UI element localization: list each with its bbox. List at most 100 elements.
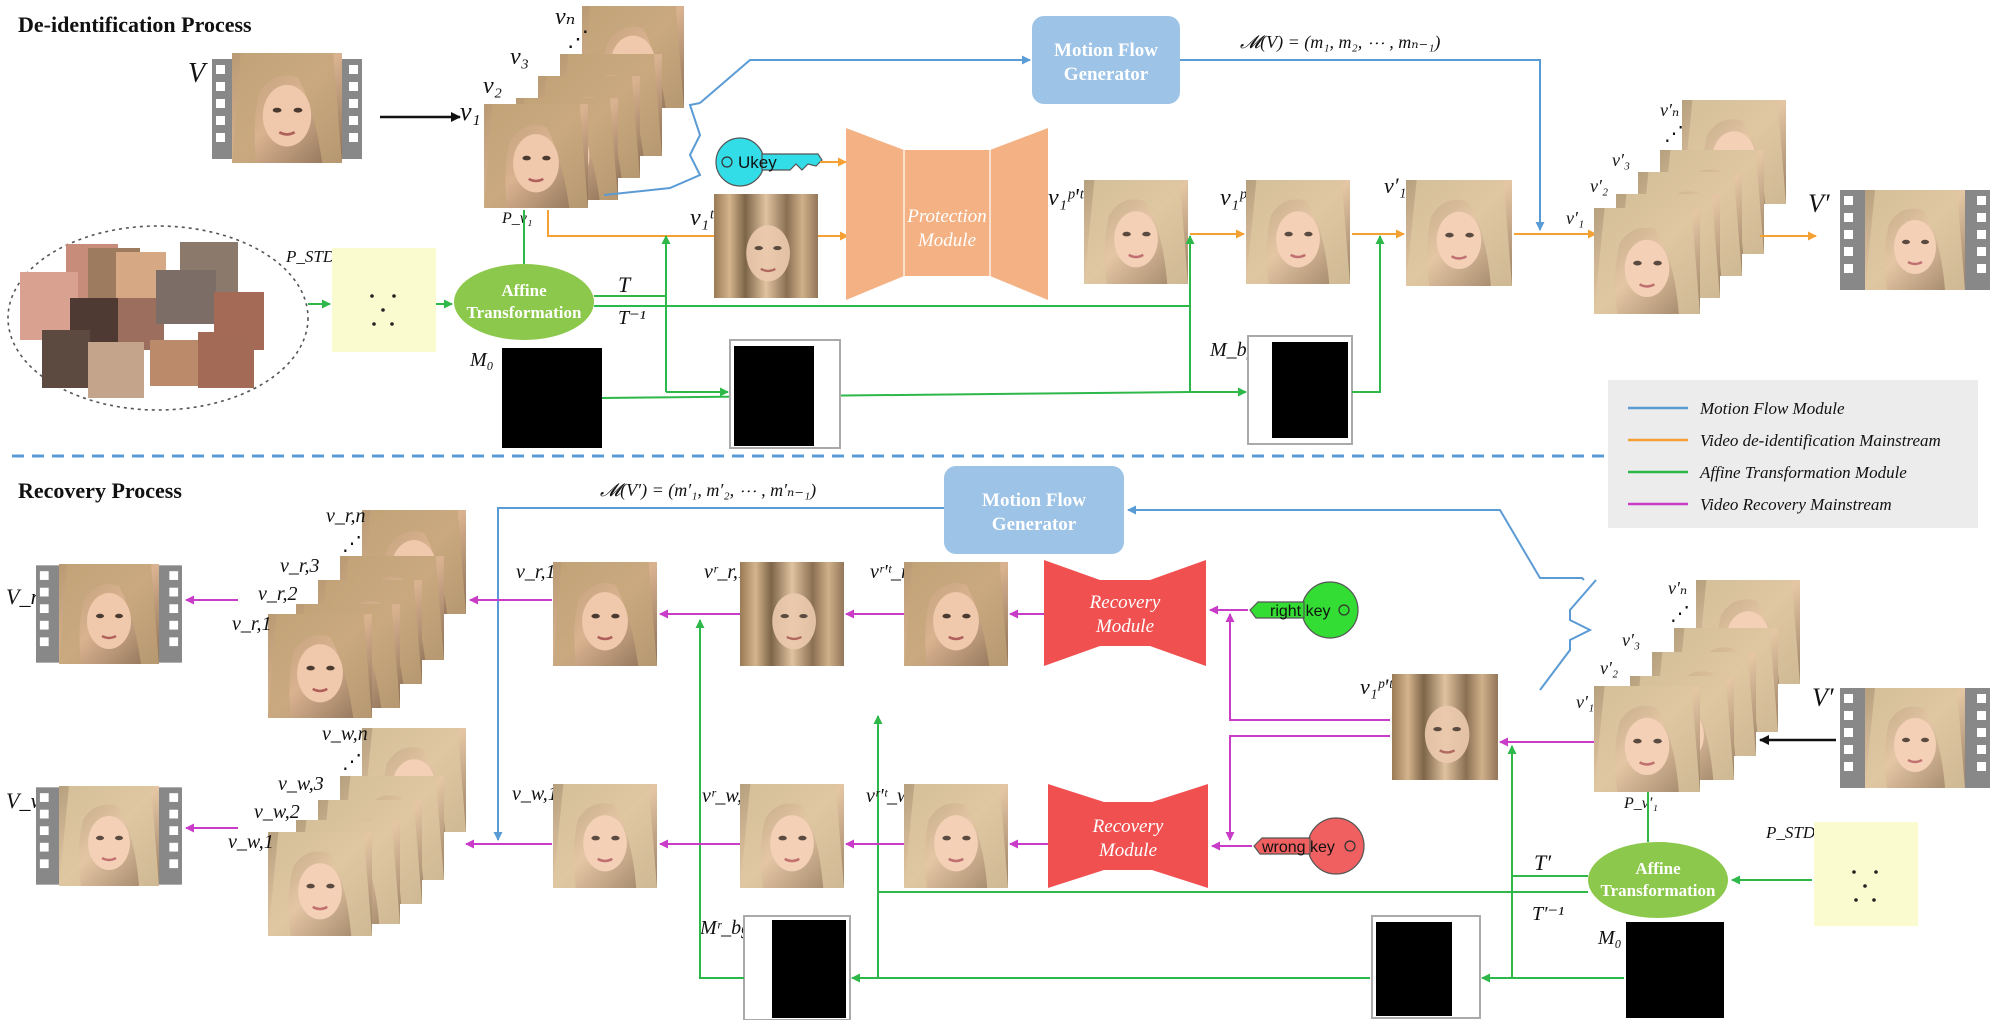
label-Vr: V_r [6,584,39,609]
label-rec-stack-v2: v′₂ [1600,658,1618,678]
label-pstd-deid: P_STD [285,247,336,266]
vertical-dots-deid: ⋰ [567,26,589,51]
recovery-wrong-line1: Recovery [1092,816,1164,837]
label-v1p: v₁ᵖ [1220,185,1247,211]
label-vr1-mid: v_r,1 [516,561,555,583]
flow-Mbg-r-to-vr1 [695,619,744,979]
frame-stack-deid-output [1594,100,1786,314]
motion-eq-recovery: 𝓜(V′) = (m′₁, m′₂, ⋯ , m′ₙ₋₁) [600,480,816,501]
label-v1pt-deid: v₁ᵖ'ᵗ [1048,185,1085,211]
pstd-recovery [1814,822,1918,926]
generator-recovery-line1: Motion Flow [982,490,1086,511]
vertical-dots-deid-out: ⋰ [1664,123,1684,145]
recovery-module-wrong [1048,784,1208,888]
output-video-Vprime [1840,190,1990,290]
image-vr1 [552,562,658,666]
label-M0-recovery: M₀ [1597,927,1622,949]
flow-v1pt-to-right-recovery [1225,613,1390,721]
label-vr1-r: vʳ_r,1 [704,561,748,583]
affine-deid-line1: Affine [501,281,547,300]
generator-recovery-line2: Generator [992,514,1077,535]
pstd-deid [332,248,436,352]
legend-label-affine: Affine Transformation Module [1699,463,1907,482]
label-stack-vn: v′ₙ [1660,100,1679,120]
label-vw1: v_w,1 [228,831,274,853]
image-vr1-rt [904,562,1008,666]
mask-Mbg-r-fill [772,920,846,1018]
legend-label-motion: Motion Flow Module [1699,399,1845,418]
flow-v1pt-to-wrong-recovery [1225,735,1390,841]
input-video-V [212,52,362,164]
recovery-right-line2: Module [1095,616,1154,637]
label-pv1: P_v₁ [501,210,532,227]
legend-label-recovery: Video Recovery Mainstream [1700,495,1892,514]
right-key-label: right key [1270,603,1330,620]
protection-line1: Protection [906,206,987,227]
flow-generator-to-left [493,507,944,841]
output-video-Vr [36,564,182,664]
label-Tprime: T′ [1534,850,1552,875]
legend-label-deid: Video de-identification Mainstream [1700,431,1941,450]
protection-module [846,128,1048,300]
affine-recovery-line1: Affine [1635,859,1681,878]
recovery-wrong-line2: Module [1098,840,1157,861]
label-vn: vₙ [555,4,575,30]
affine-transform-deid [454,264,594,340]
label-M0-deid: M₀ [469,349,494,371]
label-V: V [188,58,208,89]
deid-section-title: De-identification Process [18,12,252,37]
label-rec-stack-v3: v′₃ [1622,630,1640,650]
label-T: T [618,272,632,297]
deid-brace [603,102,702,196]
label-v2: v₂ [483,73,502,99]
image-vw1 [552,784,658,888]
label-stack-v3: v′₃ [1612,150,1630,170]
ukey-icon [715,137,823,187]
label-vw3: v_w,3 [278,773,324,795]
image-vw1-r [740,784,844,888]
image-v1pt-deid [1084,180,1188,284]
image-v1p [1246,180,1350,284]
label-Tprime-inv: T′⁻¹ [1532,903,1564,925]
face-dataset-images [20,242,264,398]
vertical-dots-vw: ⋰ [342,751,362,773]
flow-generator-to-output [1180,59,1545,231]
flow-to-generator-deid [699,55,1031,104]
label-pstd-recovery: P_STD [1765,823,1816,842]
recovery-section-title: Recovery Process [18,478,182,503]
label-Mbg-r: Mʳ_bg [699,917,751,939]
pstd-recovery-landmarks [1852,870,1878,902]
recovery-right-line1: Recovery [1089,592,1161,613]
flow-to-generator-recovery [1127,505,1585,581]
wrong-key-icon [1253,817,1365,875]
label-vr3: v_r,3 [280,555,319,577]
ukey-label: Ukey [738,153,777,172]
flow-Mbg-to-v1prime [1352,235,1385,393]
label-Vprime-deid: V′ [1808,189,1830,218]
image-vw1-rt [904,784,1008,888]
label-stack-v1: v′₁ [1566,208,1584,228]
generator-deid-line1: Motion Flow [1054,40,1158,61]
mask-transformed-deid-fill [734,346,814,446]
frame-stack-vw [268,728,466,936]
motion-flow-generator-deid [1032,16,1180,104]
frame-stack-vr [268,510,466,718]
motion-eq-deid: 𝓜(V) = (m₁, m₂, ⋯ , mₙ₋₁) [1240,32,1440,53]
flow-M0-right [601,391,1191,399]
recovery-module-right [1044,560,1206,666]
label-stack-v2: v′₂ [1590,176,1608,196]
mask-Mbg-fill [1272,342,1348,438]
label-vw1-r: vʳ_w,1 [702,785,752,807]
affine-recovery-line2: Transformation [1601,881,1716,900]
image-vr1-r [740,562,844,666]
image-v1prime [1406,180,1512,286]
label-v1t: v₁ᵗ [690,205,715,231]
input-video-Vprime [1840,688,1990,788]
label-Vprime-recovery: V′ [1812,683,1834,712]
label-vr1: v_r,1 [232,613,271,635]
label-v1pt-recovery: v₁ᵖ'ᵗ [1360,674,1393,699]
label-vwn: v_w,n [322,723,368,745]
wrong-key-label: wrong key [1261,839,1335,856]
label-Tinv: T⁻¹ [618,307,646,329]
